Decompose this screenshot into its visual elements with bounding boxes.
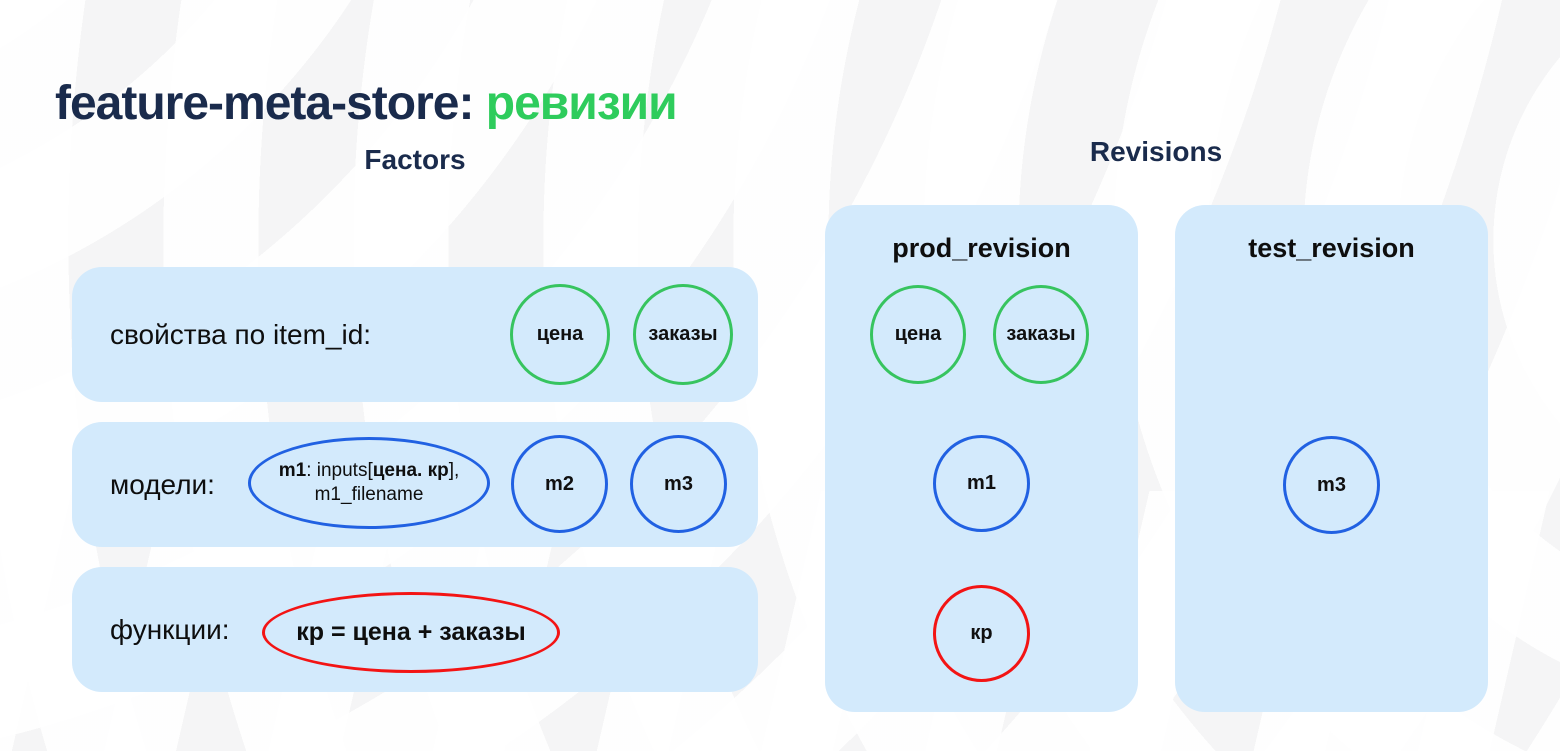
prod-model-circle-m1: m1	[933, 435, 1030, 532]
functions-row-label: функции:	[110, 613, 230, 645]
panel-test-revision: test_revision m3	[1175, 205, 1488, 712]
model-m1-ellipse: m1: inputs[цена. кр], m1_filename	[248, 437, 490, 529]
model-m1-mid: : inputs[	[306, 460, 373, 481]
feature-circle-cena-label: цена	[536, 323, 584, 345]
prod-function-circle-kp: кр	[933, 585, 1030, 682]
model-circle-m2-label: m2	[545, 472, 574, 495]
prod-function-kp-label: кр	[970, 622, 993, 644]
prod-feature-cena-label: цена	[894, 323, 942, 345]
model-circle-m3-label: m3	[664, 472, 693, 495]
test-revision-title: test_revision	[1248, 233, 1415, 263]
revisions-heading: Revisions	[1089, 136, 1223, 167]
factors-row-functions: функции: кр = цена + заказы	[72, 567, 758, 692]
model-m1-name: m1	[278, 460, 307, 481]
test-model-circle-m3: m3	[1283, 436, 1380, 534]
feature-circle-zakazy: заказы	[633, 284, 733, 385]
properties-row-label: свойства по item_id:	[110, 318, 372, 350]
models-row-label: модели:	[110, 468, 215, 500]
factors-row-properties: свойства по item_id: цена заказы	[72, 267, 758, 402]
prod-model-m1-label: m1	[967, 472, 996, 494]
page-title-accent: ревизии	[485, 77, 678, 131]
model-m1-args: цена. кр	[372, 460, 449, 481]
model-circle-m2: m2	[511, 435, 608, 533]
feature-circle-cena: цена	[510, 284, 610, 385]
prod-feature-zakazy-label: заказы	[1006, 323, 1076, 345]
model-m1-line1: m1: inputs[цена. кр],	[279, 459, 460, 483]
prod-feature-circle-cena: цена	[870, 285, 966, 384]
factors-row-models: модели: m1: inputs[цена. кр], m1_filenam…	[72, 422, 758, 547]
page-title-main: feature-meta-store:	[55, 77, 486, 131]
panel-prod-revision: prod_revision цена заказы m1 кр	[825, 205, 1138, 712]
prod-revision-title: prod_revision	[892, 233, 1071, 263]
page-title: feature-meta-store: ревизии	[55, 76, 678, 131]
model-circle-m3: m3	[630, 435, 727, 533]
feature-circle-zakazy-label: заказы	[648, 323, 718, 345]
model-m1-end: ],	[448, 460, 460, 481]
function-formula: кр = цена + заказы	[296, 618, 526, 646]
factors-heading: Factors	[364, 144, 466, 175]
function-ellipse: кр = цена + заказы	[262, 592, 560, 673]
model-m1-line2: m1_filename	[314, 484, 424, 505]
prod-feature-circle-zakazy: заказы	[993, 285, 1089, 384]
test-model-m3-label: m3	[1317, 473, 1346, 496]
